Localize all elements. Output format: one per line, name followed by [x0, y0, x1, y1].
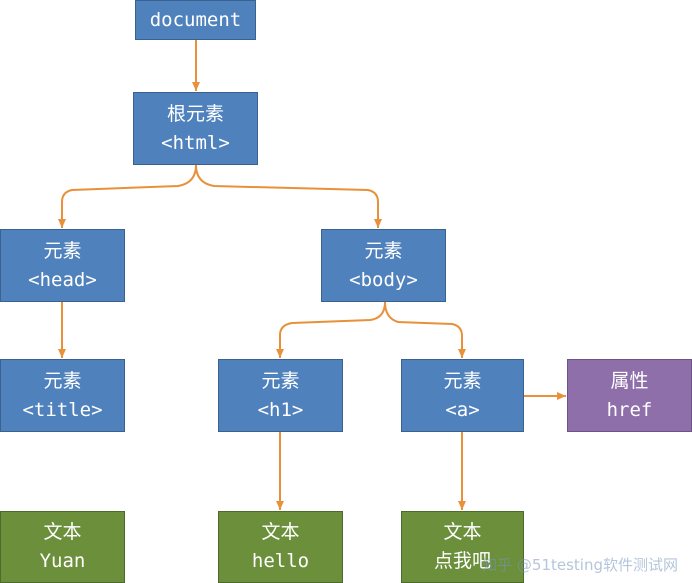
edge-html-head — [58, 164, 197, 228]
text-hello-node: 文本 hello — [218, 511, 343, 583]
head-node-tag: <head> — [28, 268, 97, 291]
text-hello-value: hello — [251, 550, 310, 572]
text-click-type: 文本 — [443, 521, 482, 543]
title-node: 元素 <title> — [0, 359, 125, 432]
head-node-type: 元素 — [43, 239, 82, 262]
h1-node: 元素 <h1> — [218, 359, 343, 432]
text-click-node: 文本 点我吧 — [401, 511, 524, 583]
watermark: 知乎 @51testing软件测试网 — [482, 556, 678, 574]
a-node-tag: <a> — [445, 398, 480, 421]
href-node-name: href — [606, 398, 653, 421]
text-yuan-node: 文本 Yuan — [0, 511, 125, 583]
document-label: document — [149, 8, 242, 31]
edge-body-h1 — [276, 301, 386, 358]
html-root-node: 根元素 <html> — [133, 92, 258, 165]
h1-node-type: 元素 — [261, 369, 300, 392]
body-node-type: 元素 — [364, 239, 403, 262]
body-node-tag: <body> — [349, 268, 418, 291]
text-yuan-type: 文本 — [43, 521, 82, 543]
a-node: 元素 <a> — [401, 359, 524, 432]
text-click-value: 点我吧 — [433, 550, 491, 572]
text-hello-type: 文本 — [261, 521, 300, 543]
edge-body-a — [384, 301, 466, 358]
text-yuan-value: Yuan — [39, 550, 86, 572]
document-node: document — [135, 0, 256, 40]
head-node: 元素 <head> — [0, 229, 125, 302]
body-node: 元素 <body> — [321, 229, 446, 302]
h1-node-tag: <h1> — [257, 398, 304, 421]
html-node-type: 根元素 — [166, 102, 224, 125]
html-node-tag: <html> — [161, 131, 230, 154]
title-node-tag: <title> — [22, 398, 103, 421]
a-node-type: 元素 — [443, 369, 482, 392]
title-node-type: 元素 — [43, 369, 82, 392]
href-node-type: 属性 — [610, 369, 649, 392]
edge-html-body — [195, 164, 382, 228]
href-attribute-node: 属性 href — [567, 359, 692, 432]
